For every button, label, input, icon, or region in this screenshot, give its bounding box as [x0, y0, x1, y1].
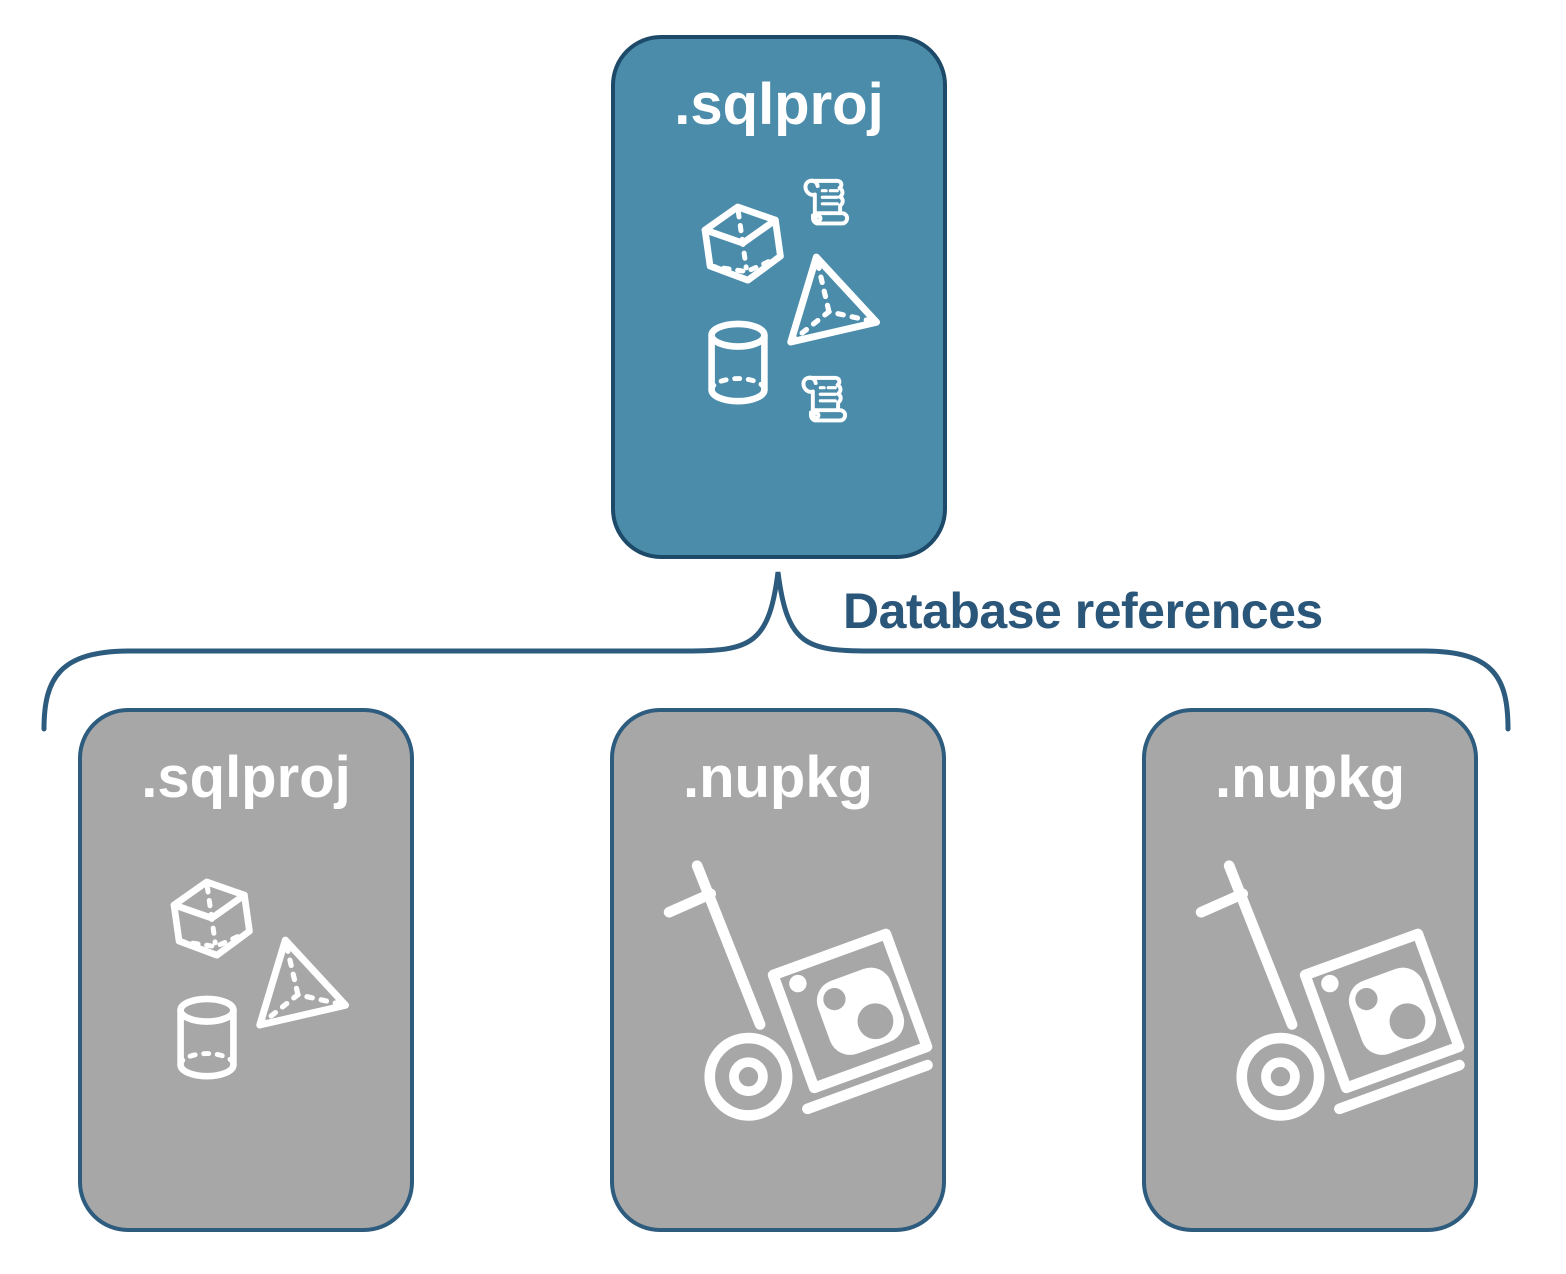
node-child-sqlproj: .sqlproj [78, 708, 414, 1232]
cylinder-icon [705, 320, 771, 407]
nuget-package-hand-truck-icon [642, 858, 942, 1129]
connector-label: Database references [843, 583, 1323, 639]
child-node-title: .nupkg [682, 745, 874, 810]
child-node-title: .nupkg [1214, 745, 1406, 810]
node-root-sqlproj: .sqlproj [611, 35, 947, 559]
node-child-nupkg-2: .nupkg [1142, 708, 1478, 1232]
cylinder-icon [174, 995, 240, 1082]
script-scroll-icon [798, 172, 856, 230]
root-node-title: .sqlproj [674, 72, 884, 137]
child-node-title: .sqlproj [141, 745, 351, 810]
pyramid-icon [770, 249, 882, 349]
pyramid-icon [239, 932, 351, 1032]
node-child-nupkg-1: .nupkg [610, 708, 946, 1232]
nuget-package-hand-truck-icon [1174, 858, 1474, 1129]
script-scroll-icon [796, 369, 854, 427]
